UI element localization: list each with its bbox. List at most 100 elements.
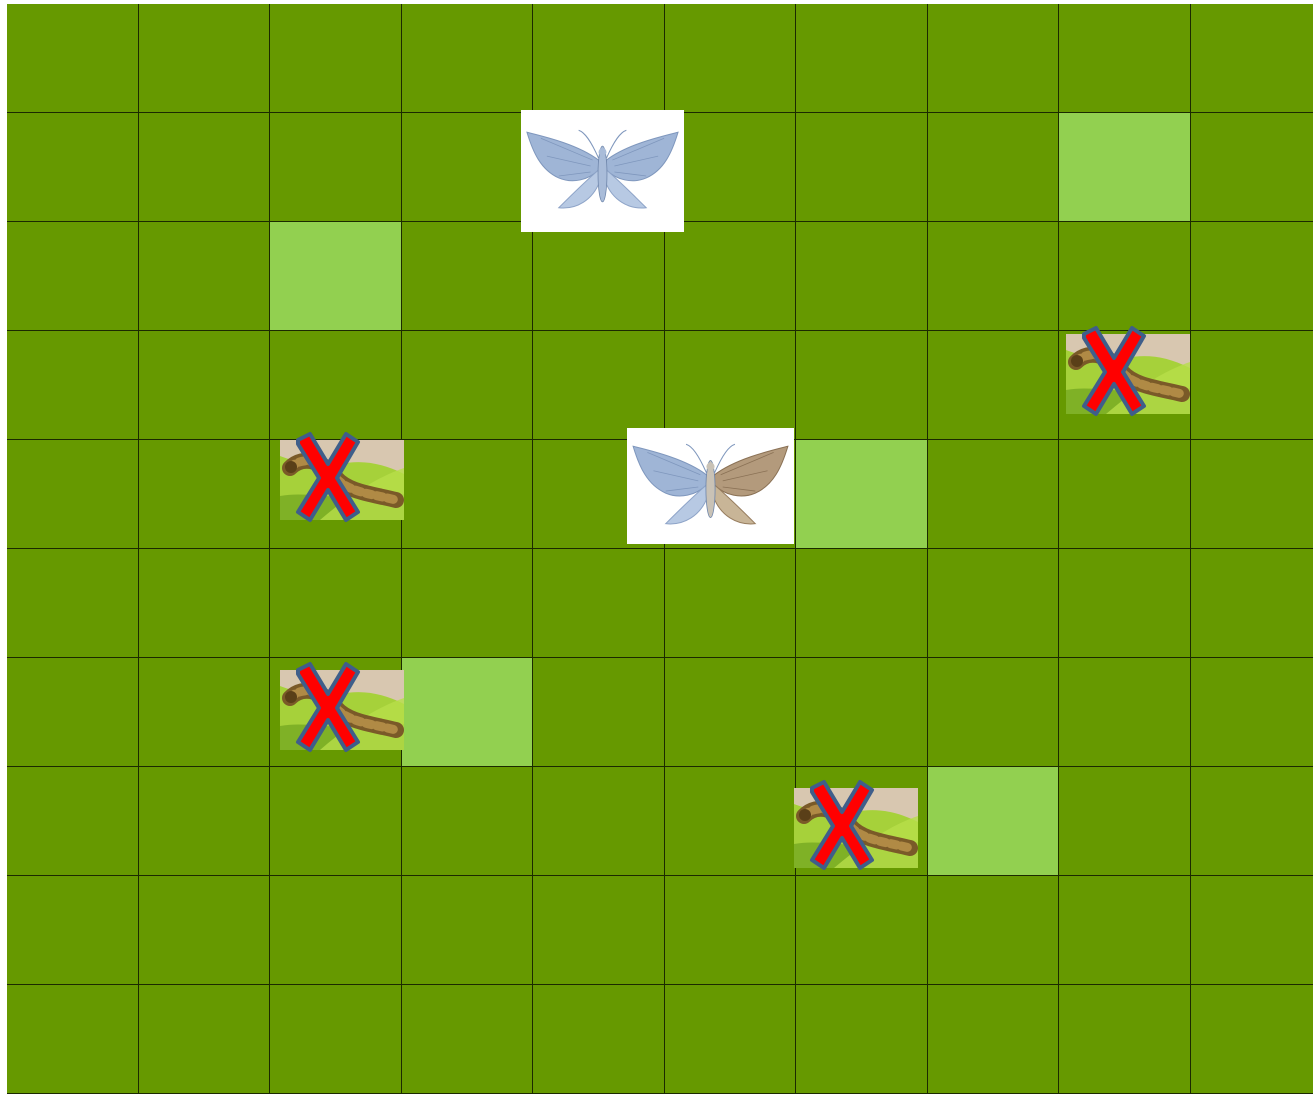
board-cell[interactable] bbox=[1059, 658, 1191, 767]
board-cell[interactable] bbox=[270, 549, 402, 658]
board-cell[interactable] bbox=[139, 985, 271, 1094]
hybrid-moth-icon[interactable] bbox=[627, 428, 794, 544]
board-cell[interactable] bbox=[1191, 876, 1313, 985]
board-cell[interactable] bbox=[533, 331, 665, 440]
board-cell[interactable] bbox=[796, 113, 928, 222]
board-cell[interactable] bbox=[665, 549, 797, 658]
board-cell[interactable] bbox=[139, 222, 271, 331]
board-cell[interactable] bbox=[402, 440, 534, 549]
board-cell[interactable] bbox=[1059, 549, 1191, 658]
board-cell[interactable] bbox=[270, 876, 402, 985]
board-cell[interactable] bbox=[7, 440, 139, 549]
board-cell[interactable] bbox=[533, 549, 665, 658]
board-cell[interactable] bbox=[796, 4, 928, 113]
eliminated-larva-icon[interactable] bbox=[794, 788, 918, 868]
board-cell[interactable] bbox=[665, 876, 797, 985]
board-cell[interactable] bbox=[665, 331, 797, 440]
board-cell[interactable] bbox=[665, 222, 797, 331]
board-cell[interactable] bbox=[7, 222, 139, 331]
board-cell[interactable] bbox=[665, 767, 797, 876]
board-cell[interactable] bbox=[1191, 767, 1313, 876]
board-cell[interactable] bbox=[1191, 658, 1313, 767]
board-cell[interactable] bbox=[7, 113, 139, 222]
eliminated-larva-icon[interactable] bbox=[280, 440, 404, 520]
board-cell[interactable] bbox=[1059, 876, 1191, 985]
board-cell[interactable] bbox=[402, 549, 534, 658]
board-cell[interactable] bbox=[796, 331, 928, 440]
board-cell[interactable] bbox=[1059, 222, 1191, 331]
board-cell[interactable] bbox=[928, 549, 1060, 658]
board-cell[interactable] bbox=[1191, 985, 1313, 1094]
board-cell[interactable] bbox=[928, 658, 1060, 767]
board-cell[interactable] bbox=[533, 876, 665, 985]
board-cell[interactable] bbox=[533, 985, 665, 1094]
board-cell[interactable] bbox=[7, 767, 139, 876]
board-cell[interactable] bbox=[139, 113, 271, 222]
highlighted-cell[interactable] bbox=[402, 658, 534, 767]
board-cell[interactable] bbox=[665, 4, 797, 113]
board-cell[interactable] bbox=[665, 113, 797, 222]
eliminated-larva-icon[interactable] bbox=[1066, 334, 1190, 414]
board-cell[interactable] bbox=[533, 767, 665, 876]
board-cell[interactable] bbox=[139, 331, 271, 440]
board-cell[interactable] bbox=[796, 876, 928, 985]
board-cell[interactable] bbox=[270, 767, 402, 876]
board-cell[interactable] bbox=[270, 985, 402, 1094]
board-cell[interactable] bbox=[796, 222, 928, 331]
board-cell[interactable] bbox=[139, 549, 271, 658]
board-cell[interactable] bbox=[928, 331, 1060, 440]
board-cell[interactable] bbox=[402, 331, 534, 440]
board-cell[interactable] bbox=[928, 985, 1060, 1094]
board-cell[interactable] bbox=[928, 113, 1060, 222]
highlighted-cell[interactable] bbox=[270, 222, 402, 331]
highlighted-cell[interactable] bbox=[796, 440, 928, 549]
board-cell[interactable] bbox=[7, 876, 139, 985]
game-board bbox=[7, 4, 1313, 1090]
board-cell[interactable] bbox=[665, 658, 797, 767]
board-cell[interactable] bbox=[928, 876, 1060, 985]
board-cell[interactable] bbox=[270, 331, 402, 440]
board-cell[interactable] bbox=[1191, 4, 1313, 113]
highlighted-cell[interactable] bbox=[928, 767, 1060, 876]
board-cell[interactable] bbox=[7, 331, 139, 440]
board-cell[interactable] bbox=[270, 4, 402, 113]
board-cell[interactable] bbox=[7, 549, 139, 658]
board-cell[interactable] bbox=[665, 985, 797, 1094]
board-cell[interactable] bbox=[402, 767, 534, 876]
board-cell[interactable] bbox=[402, 876, 534, 985]
board-cell[interactable] bbox=[1059, 767, 1191, 876]
board-cell[interactable] bbox=[402, 4, 534, 113]
board-cell[interactable] bbox=[139, 658, 271, 767]
board-cell[interactable] bbox=[533, 658, 665, 767]
board-cell[interactable] bbox=[7, 4, 139, 113]
board-cell[interactable] bbox=[1059, 4, 1191, 113]
board-cell[interactable] bbox=[928, 440, 1060, 549]
board-cell[interactable] bbox=[928, 222, 1060, 331]
board-cell[interactable] bbox=[796, 549, 928, 658]
board-cell[interactable] bbox=[533, 222, 665, 331]
board-cell[interactable] bbox=[796, 658, 928, 767]
board-cell[interactable] bbox=[402, 985, 534, 1094]
board-cell[interactable] bbox=[1191, 113, 1313, 222]
board-cell[interactable] bbox=[533, 4, 665, 113]
board-cell[interactable] bbox=[1191, 331, 1313, 440]
board-cell[interactable] bbox=[139, 767, 271, 876]
board-cell[interactable] bbox=[796, 985, 928, 1094]
board-cell[interactable] bbox=[928, 4, 1060, 113]
board-cell[interactable] bbox=[270, 113, 402, 222]
board-cell[interactable] bbox=[7, 658, 139, 767]
board-cell[interactable] bbox=[402, 113, 534, 222]
board-cell[interactable] bbox=[139, 440, 271, 549]
board-cell[interactable] bbox=[1191, 440, 1313, 549]
highlighted-cell[interactable] bbox=[1059, 113, 1191, 222]
board-cell[interactable] bbox=[1191, 549, 1313, 658]
pale-moth-icon[interactable] bbox=[521, 110, 684, 232]
board-cell[interactable] bbox=[402, 222, 534, 331]
eliminated-larva-icon[interactable] bbox=[280, 670, 404, 750]
board-cell[interactable] bbox=[139, 4, 271, 113]
board-cell[interactable] bbox=[1191, 222, 1313, 331]
board-cell[interactable] bbox=[1059, 985, 1191, 1094]
board-cell[interactable] bbox=[7, 985, 139, 1094]
board-cell[interactable] bbox=[139, 876, 271, 985]
board-cell[interactable] bbox=[1059, 440, 1191, 549]
